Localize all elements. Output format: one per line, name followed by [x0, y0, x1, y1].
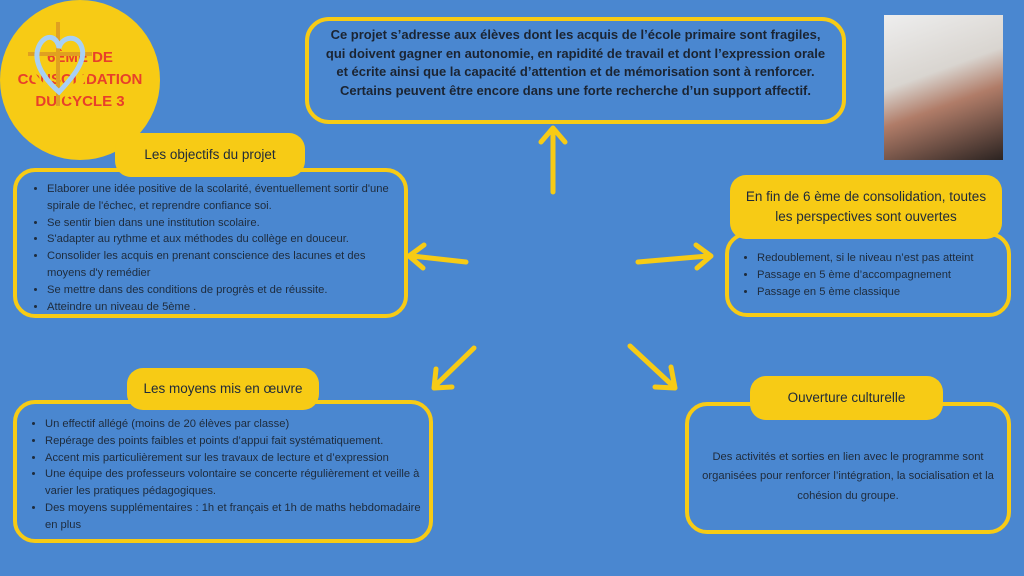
- moyen-item: Accent mis particulièrement sur les trav…: [45, 450, 421, 467]
- moyen-item: Des moyens supplémentaires : 1h et franç…: [45, 500, 421, 534]
- arrow-left: [406, 242, 469, 271]
- perspectives-label: En fin de 6 ème de consolidation, toutes…: [730, 175, 1002, 239]
- intro-box: Ce projet s’adresse aux élèves dont les …: [305, 17, 846, 124]
- objectif-item: Atteindre un niveau de 5ème .: [47, 299, 396, 316]
- objectif-item: Consolider les acquis en prenant conscie…: [47, 248, 396, 282]
- ouverture-text: Des activités et sorties en lien avec le…: [702, 450, 994, 502]
- intro-text: Ce projet s’adresse aux élèves dont les …: [325, 27, 826, 98]
- objectif-item: Se sentir bien dans une institution scol…: [47, 215, 396, 232]
- school-logo: [20, 20, 98, 110]
- moyens-label: Les moyens mis en œuvre: [127, 368, 319, 410]
- objectifs-box: Elaborer une idée positive de la scolari…: [13, 168, 408, 318]
- arrow-up: [538, 125, 568, 195]
- moyen-item: Une équipe des professeurs volontaire se…: [45, 466, 421, 500]
- perspectives-box: Redoublement, si le niveau n’est pas att…: [725, 232, 1011, 317]
- arrow-down-right: [627, 343, 678, 391]
- moyen-item: Repérage des points faibles et points d’…: [45, 433, 421, 450]
- arrow-down-left: [431, 345, 477, 391]
- objectif-item: S'adapter au rythme et aux méthodes du c…: [47, 231, 396, 248]
- ouverture-label: Ouverture culturelle: [750, 376, 943, 420]
- objectif-item: Elaborer une idée positive de la scolari…: [47, 181, 396, 215]
- perspective-item: Passage en 5 ème classique: [757, 284, 1001, 301]
- perspective-item: Passage en 5 ème d’accompagnement: [757, 267, 1001, 284]
- student-photo: [884, 15, 1003, 160]
- arrow-right: [635, 242, 714, 271]
- objectifs-label: Les objectifs du projet: [115, 133, 305, 177]
- moyen-item: Un effectif allégé (moins de 20 élèves p…: [45, 416, 421, 433]
- moyens-box: Un effectif allégé (moins de 20 élèves p…: [13, 400, 433, 543]
- objectif-item: Se mettre dans des conditions de progrès…: [47, 282, 396, 299]
- perspective-item: Redoublement, si le niveau n’est pas att…: [757, 250, 1001, 267]
- ouverture-box: Des activités et sorties en lien avec le…: [685, 402, 1011, 534]
